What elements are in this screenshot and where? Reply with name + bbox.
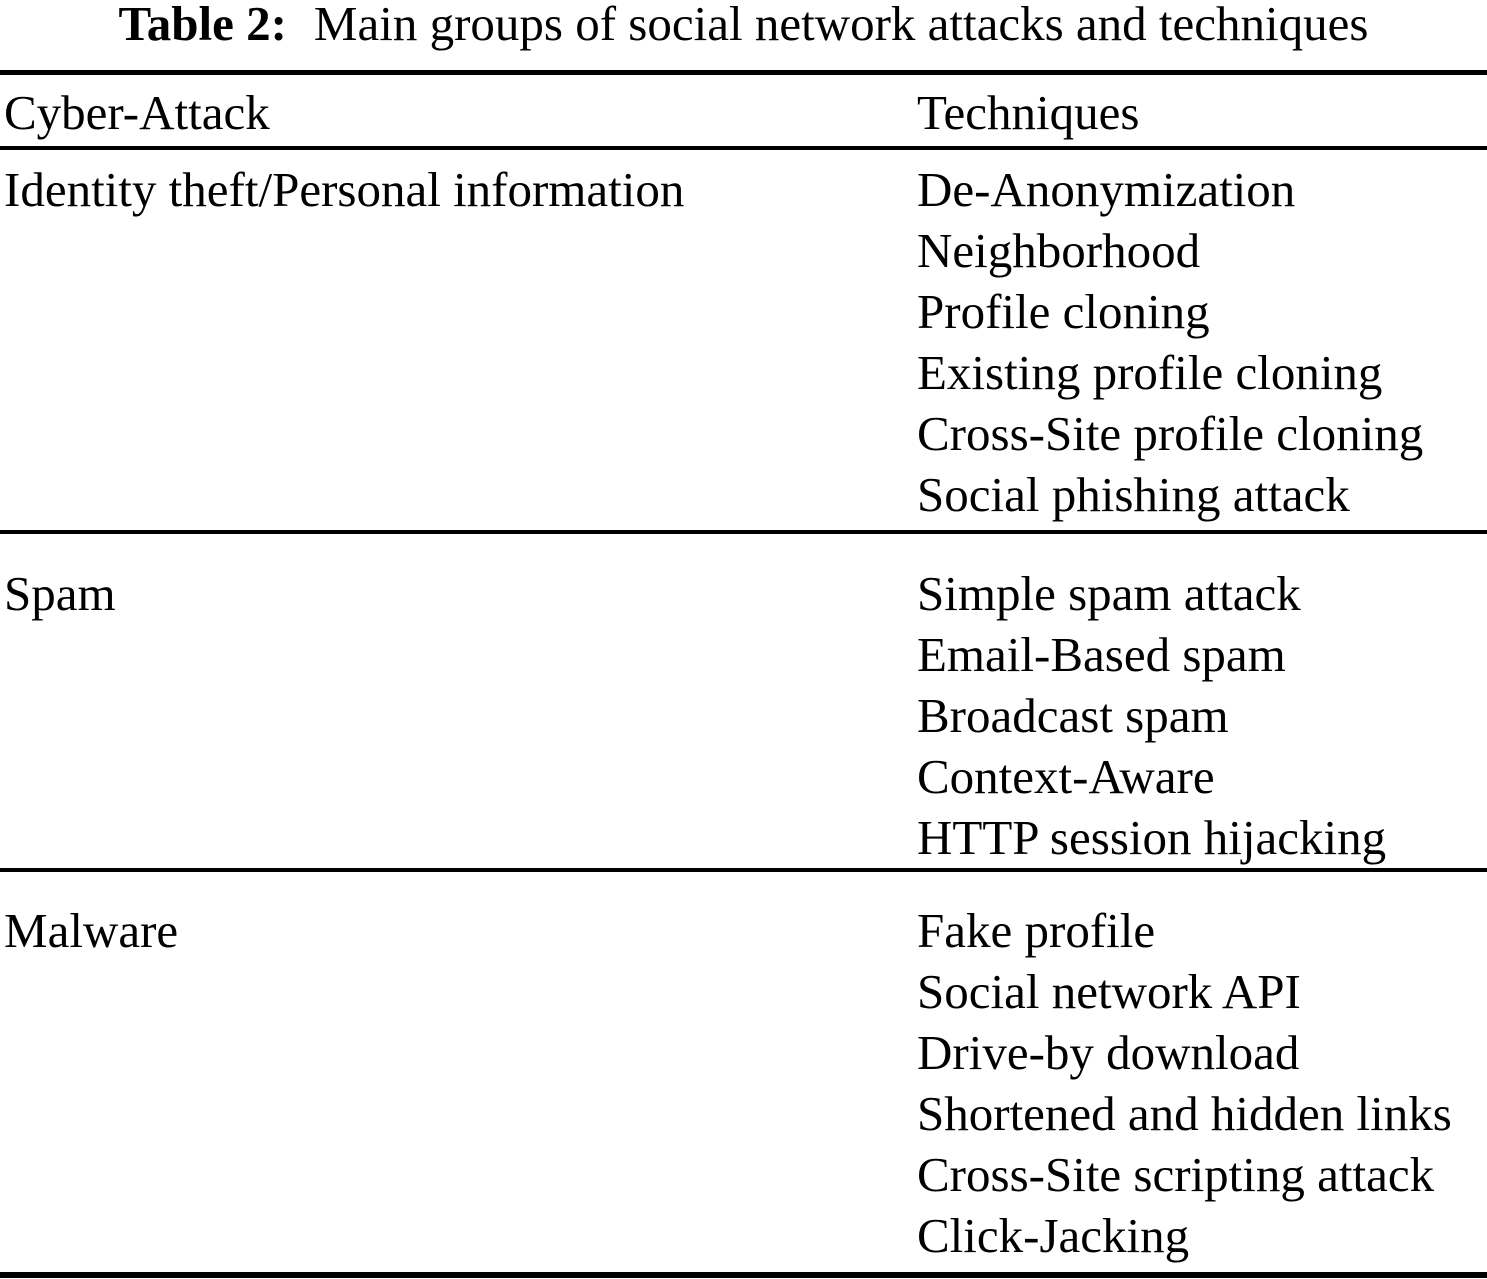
technique-line: Cross-Site profile cloning: [917, 406, 1424, 461]
table-top-rule: [0, 70, 1487, 75]
table-caption-label: Table 2:: [118, 0, 287, 51]
row-separator-rule: [0, 868, 1487, 872]
technique-line: HTTP session hijacking: [917, 810, 1387, 865]
header-rule: [0, 146, 1487, 150]
technique-line: Social network API: [917, 964, 1301, 1019]
technique-line: Email-Based spam: [917, 627, 1286, 682]
technique-line: Existing profile cloning: [917, 345, 1383, 400]
attack-cell: Identity theft/Personal information: [4, 162, 685, 217]
column-header-techniques: Techniques: [917, 85, 1140, 140]
technique-line: Broadcast spam: [917, 688, 1229, 743]
row-separator-rule: [0, 530, 1487, 534]
table-bottom-rule: [0, 1272, 1487, 1278]
technique-line: Fake profile: [917, 903, 1156, 958]
technique-line: Simple spam attack: [917, 566, 1301, 621]
technique-line: Shortened and hidden links: [917, 1086, 1452, 1141]
technique-line: Neighborhood: [917, 223, 1201, 278]
technique-line: Social phishing attack: [917, 467, 1350, 522]
table-header-row: Cyber-Attack Techniques: [0, 75, 1487, 146]
column-header-cyber-attack: Cyber-Attack: [4, 85, 270, 140]
technique-line: Drive-by download: [917, 1025, 1300, 1080]
table-caption-text: Main groups of social network attacks an…: [313, 0, 1369, 51]
technique-line: Context-Aware: [917, 749, 1215, 804]
technique-line: De-Anonymization: [917, 162, 1296, 217]
attack-cell: Malware: [4, 903, 179, 958]
table-caption: Table 2: Main groups of social network at…: [0, 0, 1487, 70]
table-body: Identity theft/Personal information De-An…: [0, 150, 1487, 1272]
technique-line: Click-Jacking: [917, 1208, 1190, 1263]
attack-cell: Spam: [4, 566, 116, 621]
table-row: Identity theft/Personal information De-An…: [0, 150, 1487, 530]
technique-line: Cross-Site scripting attack: [917, 1147, 1435, 1202]
technique-line: Profile cloning: [917, 284, 1210, 339]
